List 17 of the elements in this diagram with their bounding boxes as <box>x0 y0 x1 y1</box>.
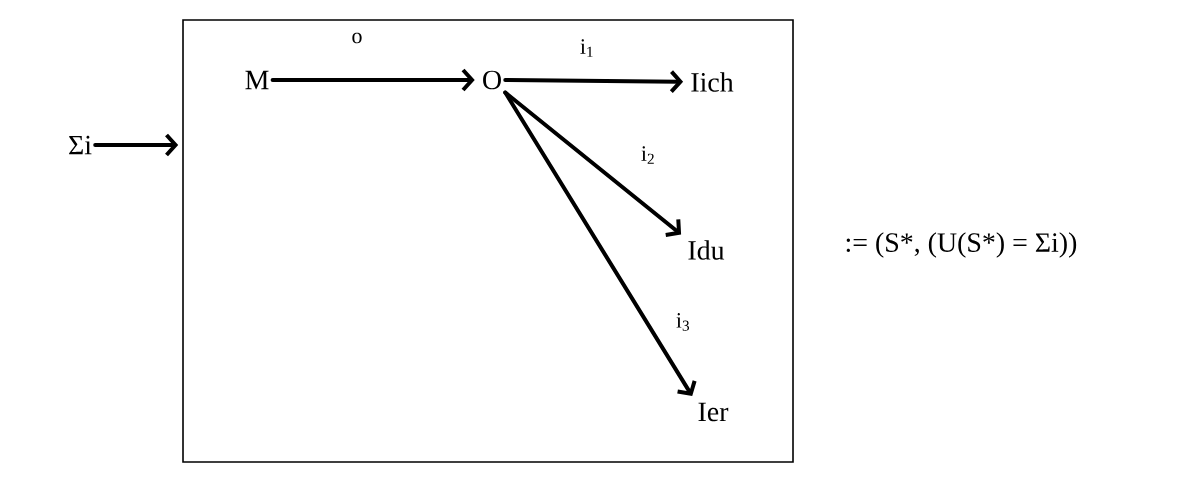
system-box <box>182 19 794 463</box>
arrow <box>270 68 475 92</box>
node-text: M <box>245 70 269 90</box>
arrow <box>503 90 682 237</box>
arrow <box>93 133 179 157</box>
arrow <box>503 90 697 397</box>
node-text: Iich <box>691 72 734 92</box>
node-text: Idu <box>688 240 725 260</box>
arrow <box>503 70 684 93</box>
edge-label: o <box>350 31 364 45</box>
edge-label: i$_{2}$ <box>639 145 657 165</box>
node-text: O <box>483 70 501 90</box>
edge-label: i$_{1}$ <box>578 38 596 58</box>
node-text: Ier <box>698 402 729 422</box>
edge-label: i$_{3}$ <box>674 312 692 332</box>
definition-formula: := (S*, (U(S*) = Σi)) <box>846 232 1077 258</box>
input-text: Σi <box>69 135 92 155</box>
